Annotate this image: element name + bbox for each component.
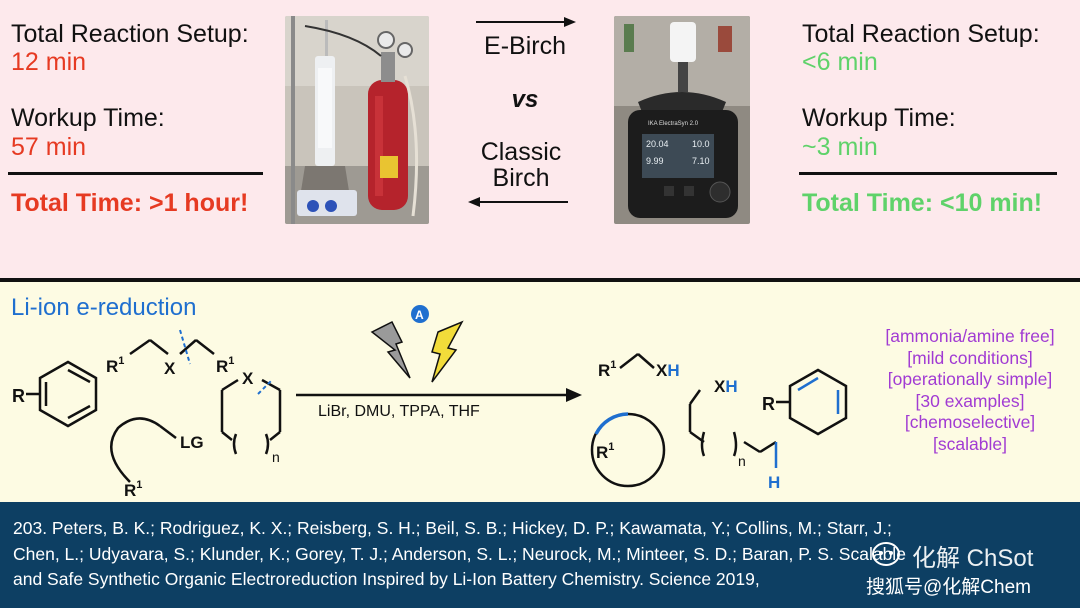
classic-total-time: Total Time: >1 hour! <box>11 189 249 217</box>
svg-text:R1: R1 <box>598 359 616 380</box>
svg-text:R: R <box>762 394 775 414</box>
arene-substrate <box>26 360 98 428</box>
citation-text: 203. Peters, B. K.; Rodriguez, K. X.; Re… <box>13 516 1063 593</box>
product-alcohol <box>619 353 655 369</box>
electrode-icons: A <box>370 305 464 383</box>
svg-text:R1: R1 <box>124 479 142 500</box>
classic-workup-value: 57 min <box>11 133 87 161</box>
svg-text:R1: R1 <box>216 355 234 376</box>
electrasyn-device-image <box>614 16 750 224</box>
svg-text:R1: R1 <box>596 441 614 462</box>
screen-value-left-bottom: 9.99 <box>646 156 664 166</box>
svg-text:H: H <box>768 473 780 492</box>
product-cyclohexadiene <box>776 368 848 436</box>
citation-line-1: 203. Peters, B. K.; Rodriguez, K. X.; Re… <box>13 518 892 538</box>
forward-arrow <box>476 17 576 27</box>
ebirch-workup-label: Workup Time: <box>802 104 956 132</box>
feature-list: [ammonia/amine free] [mild conditions] [… <box>860 326 1080 455</box>
ebirch-rule <box>799 172 1057 175</box>
cleavage-dash-2 <box>257 379 273 395</box>
birch-label: Birch <box>492 164 550 192</box>
svg-text:n: n <box>738 453 746 469</box>
ebirch-setup-label: Total Reaction Setup: <box>802 20 1040 48</box>
svg-text:X: X <box>164 359 176 378</box>
ether-substrate <box>129 338 215 356</box>
citation-line-2: Chen, L.; Udyavara, S.; Klunder, K.; Gor… <box>13 543 906 564</box>
citation-panel <box>0 502 1080 608</box>
classic-setup-label: Total Reaction Setup: <box>11 20 249 48</box>
classic-label: Classic <box>480 138 562 166</box>
ebirch-setup-value: <6 min <box>802 48 878 76</box>
feature-item: [mild conditions] <box>907 347 1033 368</box>
classic-setup-value: 12 min <box>11 48 87 76</box>
svg-text:XH: XH <box>714 377 738 396</box>
svg-text:A: A <box>415 308 424 322</box>
scheme-title: Li-ion e-reduction <box>11 294 197 321</box>
screen-value-right-bottom: 7.10 <box>692 156 710 166</box>
ebirch-workup-value: ~3 min <box>802 133 878 161</box>
svg-text:X: X <box>242 369 254 388</box>
classic-rule <box>8 172 263 175</box>
feature-item: [chemoselective] <box>904 412 1036 432</box>
product-chain <box>688 389 777 457</box>
reaction-scheme: R R1 X R1 X n LG R1 <box>12 305 848 500</box>
classic-workup-label: Workup Time: <box>11 104 165 132</box>
feature-item: [ammonia/amine free] <box>885 326 1055 346</box>
ebirch-total-time: Total Time: <10 min! <box>802 189 1043 217</box>
electrasyn-photo: IKA ElectraSyn 2.0 20.04 9.99 10.0 7.10 <box>614 16 750 224</box>
watermark-sohu: 搜狐号@化解Chem <box>866 577 1031 598</box>
wechat-icon <box>872 542 900 566</box>
ring-substrate <box>220 378 282 455</box>
feature-item: [scalable] <box>933 433 1007 454</box>
cleavage-dash-1 <box>179 329 191 365</box>
section-divider <box>0 278 1080 282</box>
feature-item: [operationally simple] <box>887 369 1053 389</box>
device-brand: IKA ElectraSyn 2.0 <box>648 121 699 127</box>
backward-arrow <box>468 197 568 207</box>
comparison-panel <box>0 0 1080 280</box>
reaction-conditions: LiBr, DMU, TPPA, THF <box>318 403 480 420</box>
arene-r-label: R <box>12 386 25 406</box>
classic-birch-apparatus-image <box>285 16 429 224</box>
vs-label: vs <box>511 86 539 113</box>
citation-line-3: and Safe Synthetic Organic Electroreduct… <box>13 569 760 589</box>
svg-text:XH: XH <box>656 361 680 380</box>
classic-birch-photo <box>285 16 429 224</box>
watermark-brand: 化解 ChSot <box>912 545 1034 572</box>
screen-value-right-top: 10.0 <box>692 139 710 149</box>
svg-text:LG: LG <box>180 433 204 452</box>
svg-text:R1: R1 <box>106 355 124 376</box>
macrocycle-arc <box>110 417 161 483</box>
feature-item: [30 examples] <box>915 390 1025 411</box>
scheme-panel <box>0 282 1080 502</box>
e-birch-label: E-Birch <box>484 32 566 60</box>
svg-text:n: n <box>272 449 280 465</box>
screen-value-left-top: 20.04 <box>646 139 669 149</box>
